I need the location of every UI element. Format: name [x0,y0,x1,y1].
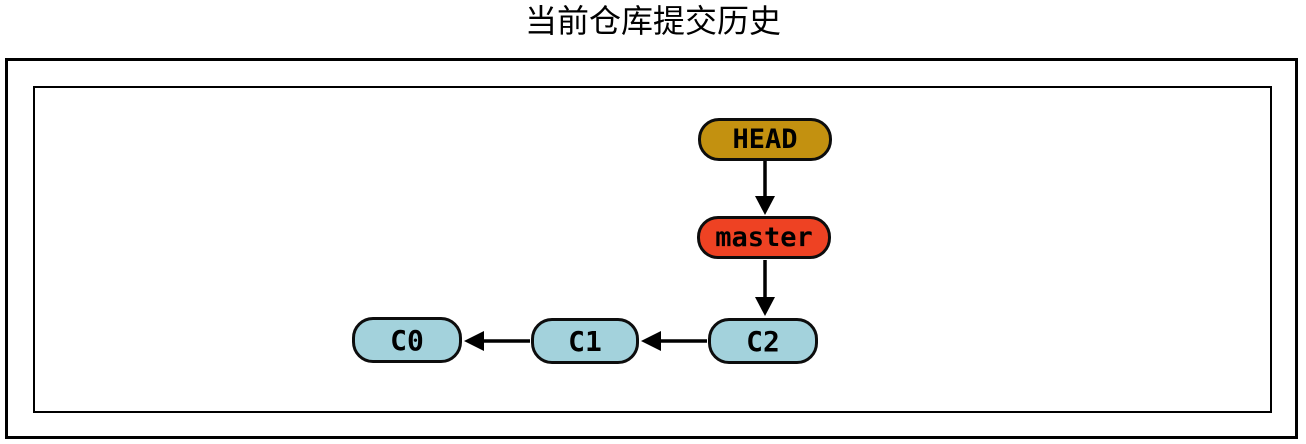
outer-frame [5,58,1298,439]
inner-frame [33,86,1272,413]
node-commit-c2: C2 [708,318,818,364]
node-branch-master: master [697,216,831,259]
diagram-title: 当前仓库提交历史 [524,2,781,40]
node-head-pointer: HEAD [698,118,832,161]
node-commit-c1: C1 [531,318,639,364]
node-commit-c0: C0 [352,317,462,363]
